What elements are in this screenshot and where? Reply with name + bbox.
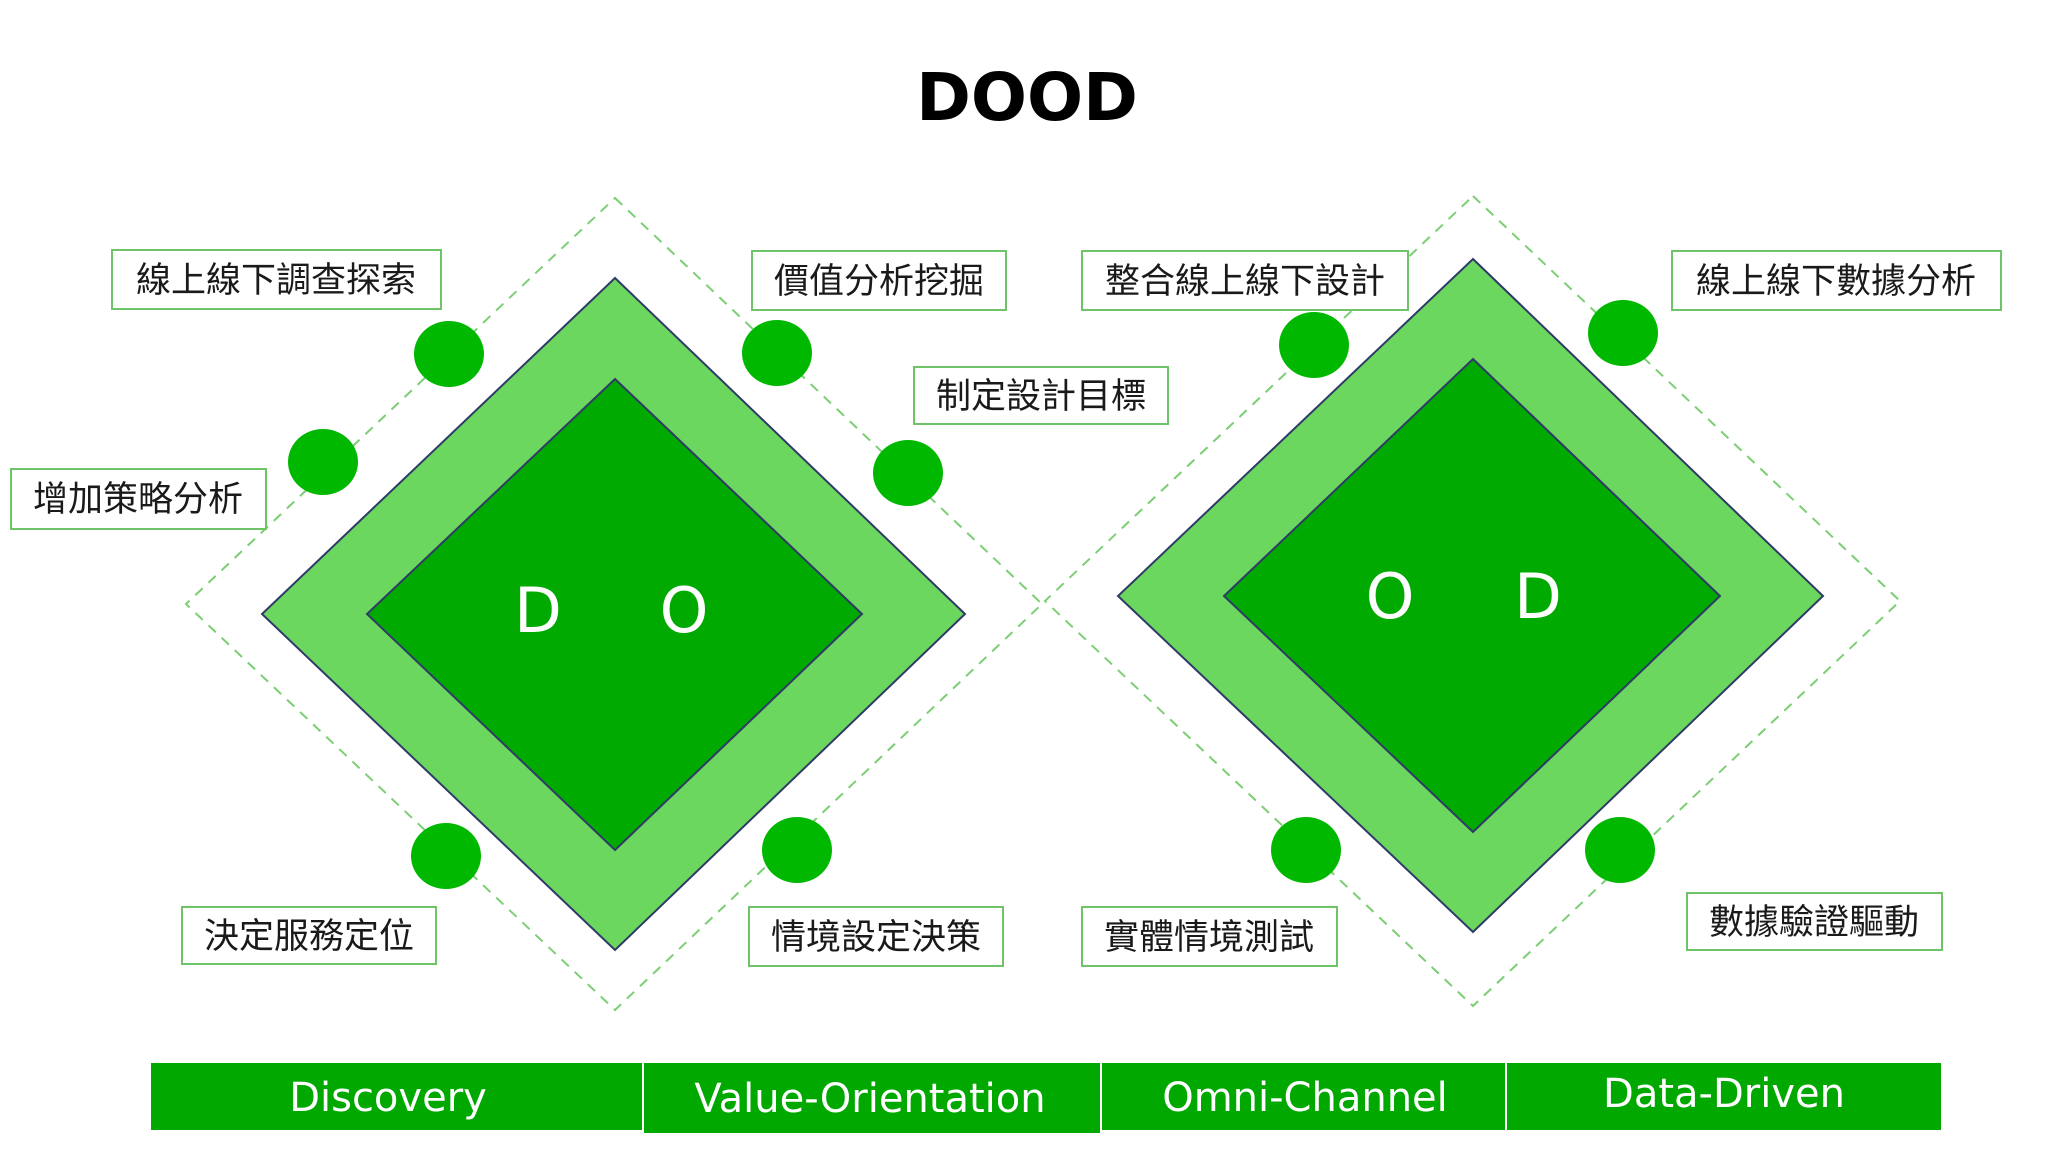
phase-label-value-orientation: Value-Orientation <box>694 1076 1045 1122</box>
phase-segment-value-orientation <box>644 1063 1100 1133</box>
label-text-9: 實體情境測試 <box>1104 918 1314 958</box>
diamond-left-letter-2: O <box>660 574 709 647</box>
phase-segment-discovery <box>151 1063 642 1130</box>
label-text-6: 情境設定決策 <box>771 918 981 958</box>
label-box-8: 線上線下數據分析 <box>1671 250 2002 311</box>
label-box-5: 決定服務定位 <box>181 906 437 965</box>
phase-bar: Discovery Value-Orientation Omni-Channel… <box>151 1063 1941 1133</box>
diamond-left-letter-1: D <box>514 574 562 647</box>
phase-segment-omni-channel <box>1102 1063 1505 1130</box>
label-box-9: 實體情境測試 <box>1081 906 1338 967</box>
phase-label-data-driven: Data-Driven <box>1603 1071 1845 1117</box>
page-title: DOOD <box>916 59 1138 136</box>
dot-8 <box>1588 300 1658 366</box>
label-text-8: 線上線下數據分析 <box>1696 262 1976 302</box>
label-box-10: 數據驗證驅動 <box>1686 892 1943 951</box>
label-box-1: 線上線下調查探索 <box>111 249 442 310</box>
label-text-1: 線上線下調查探索 <box>136 261 416 301</box>
diamond-right-inner <box>1222 357 1722 834</box>
label-text-10: 數據驗證驅動 <box>1709 903 1919 943</box>
dot-10 <box>1585 817 1655 883</box>
label-text-5: 決定服務定位 <box>204 917 414 957</box>
label-box-4: 制定設計目標 <box>913 366 1169 425</box>
dot-7 <box>1279 312 1349 378</box>
label-text-3: 價值分析挖掘 <box>774 262 984 302</box>
dot-3 <box>742 320 812 386</box>
dashed-outline-right <box>1043 194 1902 1008</box>
label-text-4: 制定設計目標 <box>936 377 1146 417</box>
dot-6 <box>762 817 832 883</box>
diamond-right-letter-1: O <box>1366 560 1415 633</box>
label-box-3: 價值分析挖掘 <box>751 250 1007 311</box>
dot-9 <box>1271 817 1341 883</box>
diamond-left-inner <box>365 377 864 852</box>
phase-segment-data-driven <box>1507 1063 1941 1130</box>
phase-label-discovery: Discovery <box>289 1075 487 1121</box>
dot-2 <box>288 429 358 495</box>
dot-4 <box>873 440 943 506</box>
dot-5 <box>411 823 481 889</box>
label-box-2: 增加策略分析 <box>10 468 267 530</box>
label-box-6: 情境設定決策 <box>748 906 1004 967</box>
dot-1 <box>414 321 484 387</box>
label-text-2: 增加策略分析 <box>33 480 243 520</box>
diamond-right-letter-2: D <box>1514 560 1562 633</box>
phase-label-omni-channel: Omni-Channel <box>1162 1075 1448 1121</box>
label-box-7: 整合線上線下設計 <box>1081 250 1409 311</box>
label-text-7: 整合線上線下設計 <box>1105 262 1385 302</box>
